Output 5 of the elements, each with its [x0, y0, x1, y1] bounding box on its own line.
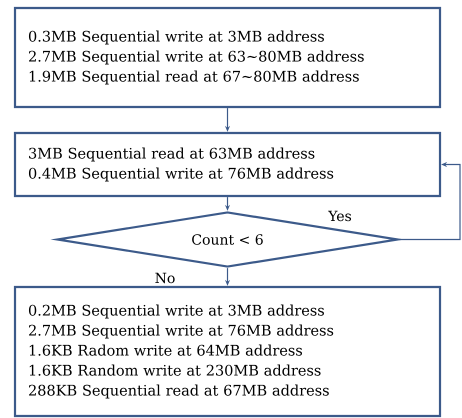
process-box: 0.2MB Sequential write at 3MB address 2.7MB Sequential write at 76MB address 1.6KB Radom write at 64MB address 1.6KB Random write at 230MB address 288KB Sequential read at 67MB address [14, 286, 442, 418]
edge-label: Yes [327, 210, 353, 222]
process-box: 0.3MB Sequential write at 3MB address 2.7MB Sequential write at 63~80MB address 1.9MB Sequential read at 67~80MB address [14, 6, 442, 108]
process-box: 3MB Sequential read at 63MB address 0.4MB Sequential write at 76MB address [14, 132, 442, 198]
edge-label: No [154, 272, 176, 284]
